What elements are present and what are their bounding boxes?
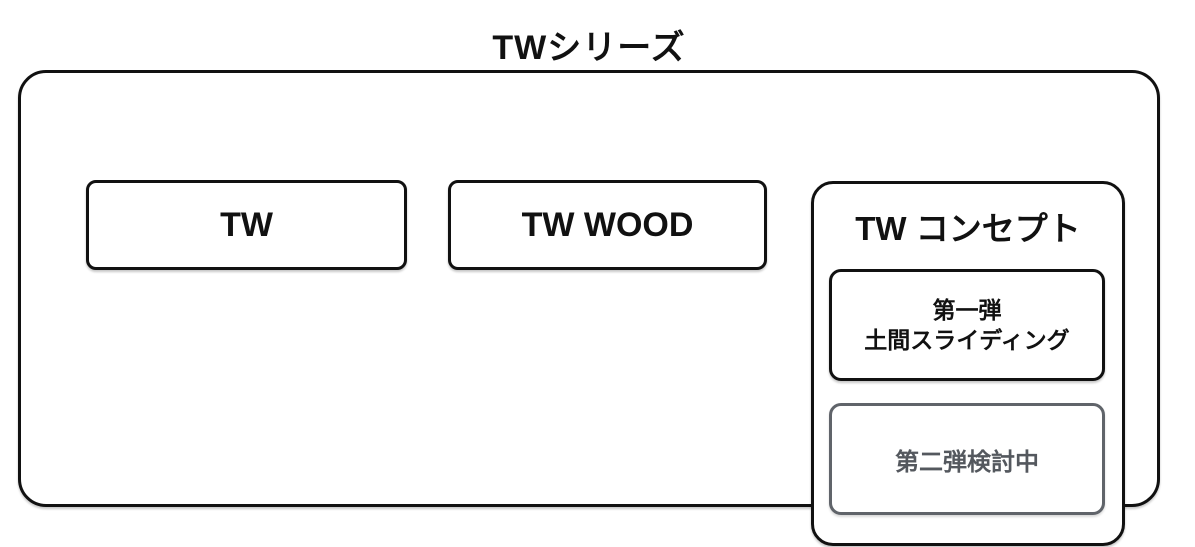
phase1-line2: 土間スライディング xyxy=(864,327,1070,353)
node-phase2: 第二弾検討中 xyxy=(829,403,1105,515)
tw-series-frame: TW TW WOOD TW コンセプト 第一弾 土間スライディング 第二弾検討中 xyxy=(18,70,1160,546)
node-tw: TW xyxy=(86,180,407,270)
node-tw-concept: TW コンセプト 第一弾 土間スライディング 第二弾検討中 xyxy=(811,181,1125,546)
node-phase1: 第一弾 土間スライディング xyxy=(829,269,1105,381)
phase2-label: 第二弾検討中 xyxy=(895,448,1039,476)
node-tw-label: TW xyxy=(220,205,273,244)
concept-title: TW コンセプト xyxy=(855,210,1081,247)
phase1-line1: 第一弾 xyxy=(932,296,1002,323)
node-tw-wood: TW WOOD xyxy=(448,180,767,270)
diagram-title: TWシリーズ xyxy=(492,29,686,67)
node-tw-wood-label: TW WOOD xyxy=(521,205,694,244)
